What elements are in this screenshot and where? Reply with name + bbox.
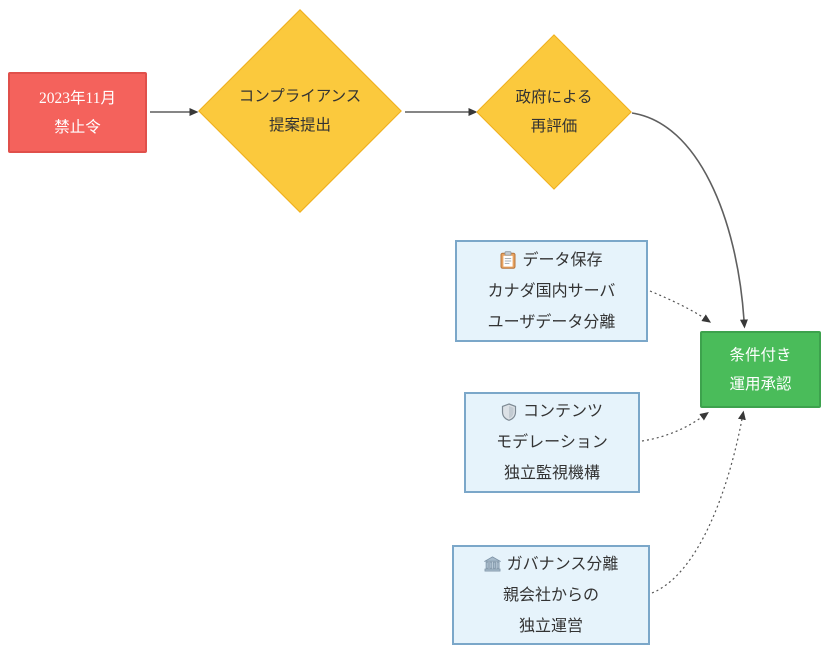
node-content-moderation-line3: 独立監視機構: [503, 465, 600, 482]
node-data-storage-line2: カナダ国内サーバ: [487, 282, 616, 300]
node-content-moderation: コンテンツ モデレーション 独立監視機構: [464, 392, 640, 493]
shield-icon: [501, 402, 517, 421]
edge-data-storage-to-approval: [649, 290, 712, 323]
edge-content-moderation-to-approval: [641, 412, 709, 442]
clipboard-icon: [500, 251, 516, 269]
node-approval: 条件付き 運用承認: [700, 331, 821, 408]
building-icon: [483, 556, 501, 572]
node-governance-line1: ガバナンス分離: [506, 555, 619, 573]
node-compliance: コンプライアンス 提案提出: [198, 9, 402, 213]
node-data-storage-line1: データ保存: [522, 251, 603, 269]
node-compliance-line1: コンプライアンス: [238, 88, 362, 105]
node-governance-line3: 独立運営: [518, 617, 583, 635]
node-data-storage: データ保存 カナダ国内サーバ ユーザデータ分離: [455, 240, 648, 342]
node-governance-line2: 親会社からの: [502, 586, 599, 604]
edge-reevaluation-to-approval: [631, 112, 748, 329]
node-approval-line1: 条件付き: [729, 346, 792, 364]
node-reevaluation-line1: 政府による: [515, 89, 593, 106]
node-reevaluation: 政府による 再評価: [476, 34, 632, 190]
node-reevaluation-line2: 再評価: [530, 118, 578, 135]
node-ban: 2023年11月 禁止令: [8, 72, 147, 153]
edge-governance-to-approval: [651, 410, 746, 594]
node-ban-line1: 2023年11月: [39, 89, 116, 107]
node-data-storage-line3: ユーザデータ分離: [487, 313, 616, 331]
node-compliance-label: コンプライアンス 提案提出: [215, 82, 385, 140]
node-content-moderation-line2: モデレーション: [496, 434, 608, 451]
node-compliance-line2: 提案提出: [268, 117, 331, 134]
node-governance: ガバナンス分離 親会社からの 独立運営: [452, 545, 650, 645]
node-ban-line2: 禁止令: [54, 118, 101, 136]
node-reevaluation-label: 政府による 再評価: [469, 83, 639, 141]
node-content-moderation-line1: コンテンツ: [522, 403, 603, 420]
node-approval-line2: 運用承認: [729, 375, 792, 393]
